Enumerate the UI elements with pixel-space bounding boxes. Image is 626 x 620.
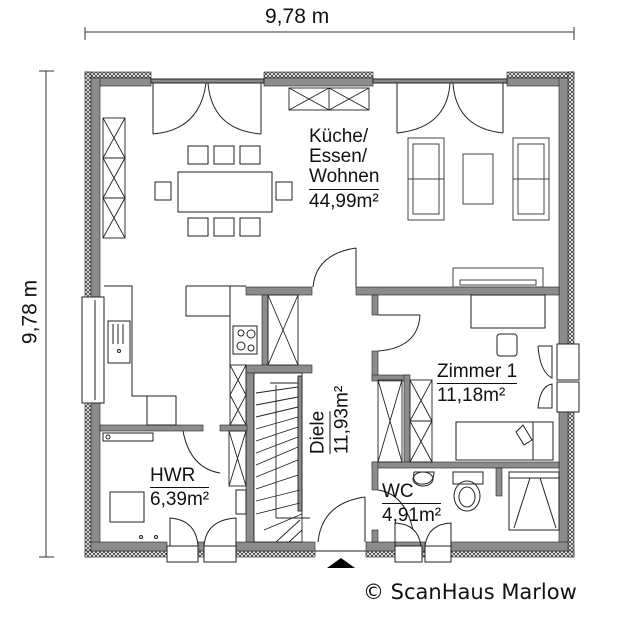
dimension-line-left (39, 70, 54, 558)
room-name-wc: WC (382, 482, 442, 504)
living-furniture (407, 137, 550, 288)
room-name-line-1: Küche/ (309, 126, 369, 147)
room-label-zimmer1: Zimmer 1 11,18m² (437, 361, 518, 406)
room-label-hwr: HWR 6,39m² (150, 466, 210, 510)
interior-walls (99, 286, 560, 543)
room-area-wc: 4,91m² (382, 505, 442, 526)
interior-doors (169, 247, 553, 552)
dimension-width-label: 9,78 m (265, 5, 330, 28)
kitchen (104, 285, 258, 426)
cabinets (102, 87, 433, 487)
terrace-doors (152, 82, 504, 135)
dimension-line-top (84, 27, 575, 40)
windows (81, 78, 580, 563)
wc-fixtures (412, 471, 560, 531)
copyright-notice: © ScanHaus Marlow (363, 580, 577, 604)
room-name-line-2: Essen/ (309, 145, 368, 167)
room-label-kueche: Küche/ Essen/ Wohnen 44,99m² (309, 126, 380, 212)
room-area-zimmer1: 11,18m² (437, 385, 506, 406)
hwr-fixtures (102, 432, 247, 539)
room-name-diele: Diele (307, 410, 331, 455)
room-name-hwr: HWR (150, 466, 210, 488)
room-name-zimmer1: Zimmer 1 (437, 361, 518, 384)
room-area-kueche: 44,99m² (309, 190, 379, 212)
dimension-height-label: 9,78 m (18, 279, 42, 345)
room-area-diele: 11,93m² (331, 385, 353, 455)
room-label-diele: Diele 11,93m² (307, 385, 353, 455)
dining-table (154, 145, 293, 237)
room-area-hwr: 6,39m² (150, 489, 210, 510)
entrance-arrow (327, 558, 355, 568)
room-label-wc: WC 4,91m² (382, 482, 442, 526)
room-name-line-3: Wohnen (309, 166, 380, 190)
staircase (253, 372, 310, 543)
bedroom-furniture (455, 294, 554, 461)
